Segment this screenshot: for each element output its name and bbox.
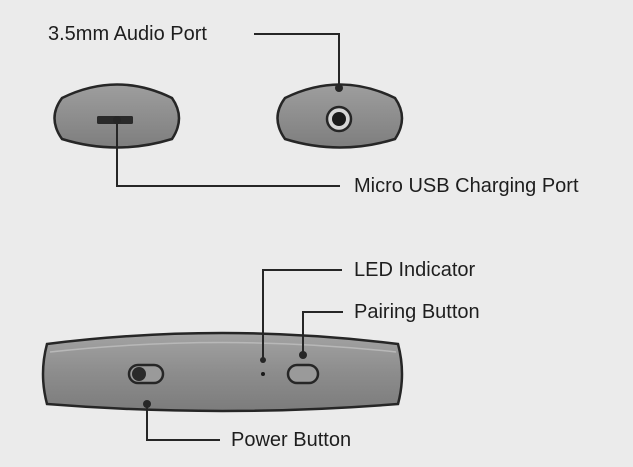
label-pairing-button: Pairing Button — [354, 301, 480, 323]
leader-lines — [116, 33, 343, 441]
leader-audio — [254, 33, 340, 88]
pairing-button-icon — [286, 363, 320, 385]
end-view-audio-side — [276, 83, 404, 149]
label-power-button: Power Button — [231, 429, 352, 451]
label-usb-port: Micro USB Charging Port — [354, 175, 579, 197]
leader-power — [146, 404, 220, 441]
leader-dots — [113, 84, 343, 408]
leader-pairing — [302, 311, 343, 355]
label-led-indicator: LED Indicator — [354, 259, 476, 281]
led-dot-icon — [261, 372, 265, 376]
audio-jack-icon — [325, 105, 353, 133]
label-audio-port: 3.5mm Audio Port — [48, 23, 207, 45]
device-side-view — [41, 331, 404, 413]
leader-led — [262, 269, 342, 360]
leader-usb — [116, 120, 340, 187]
